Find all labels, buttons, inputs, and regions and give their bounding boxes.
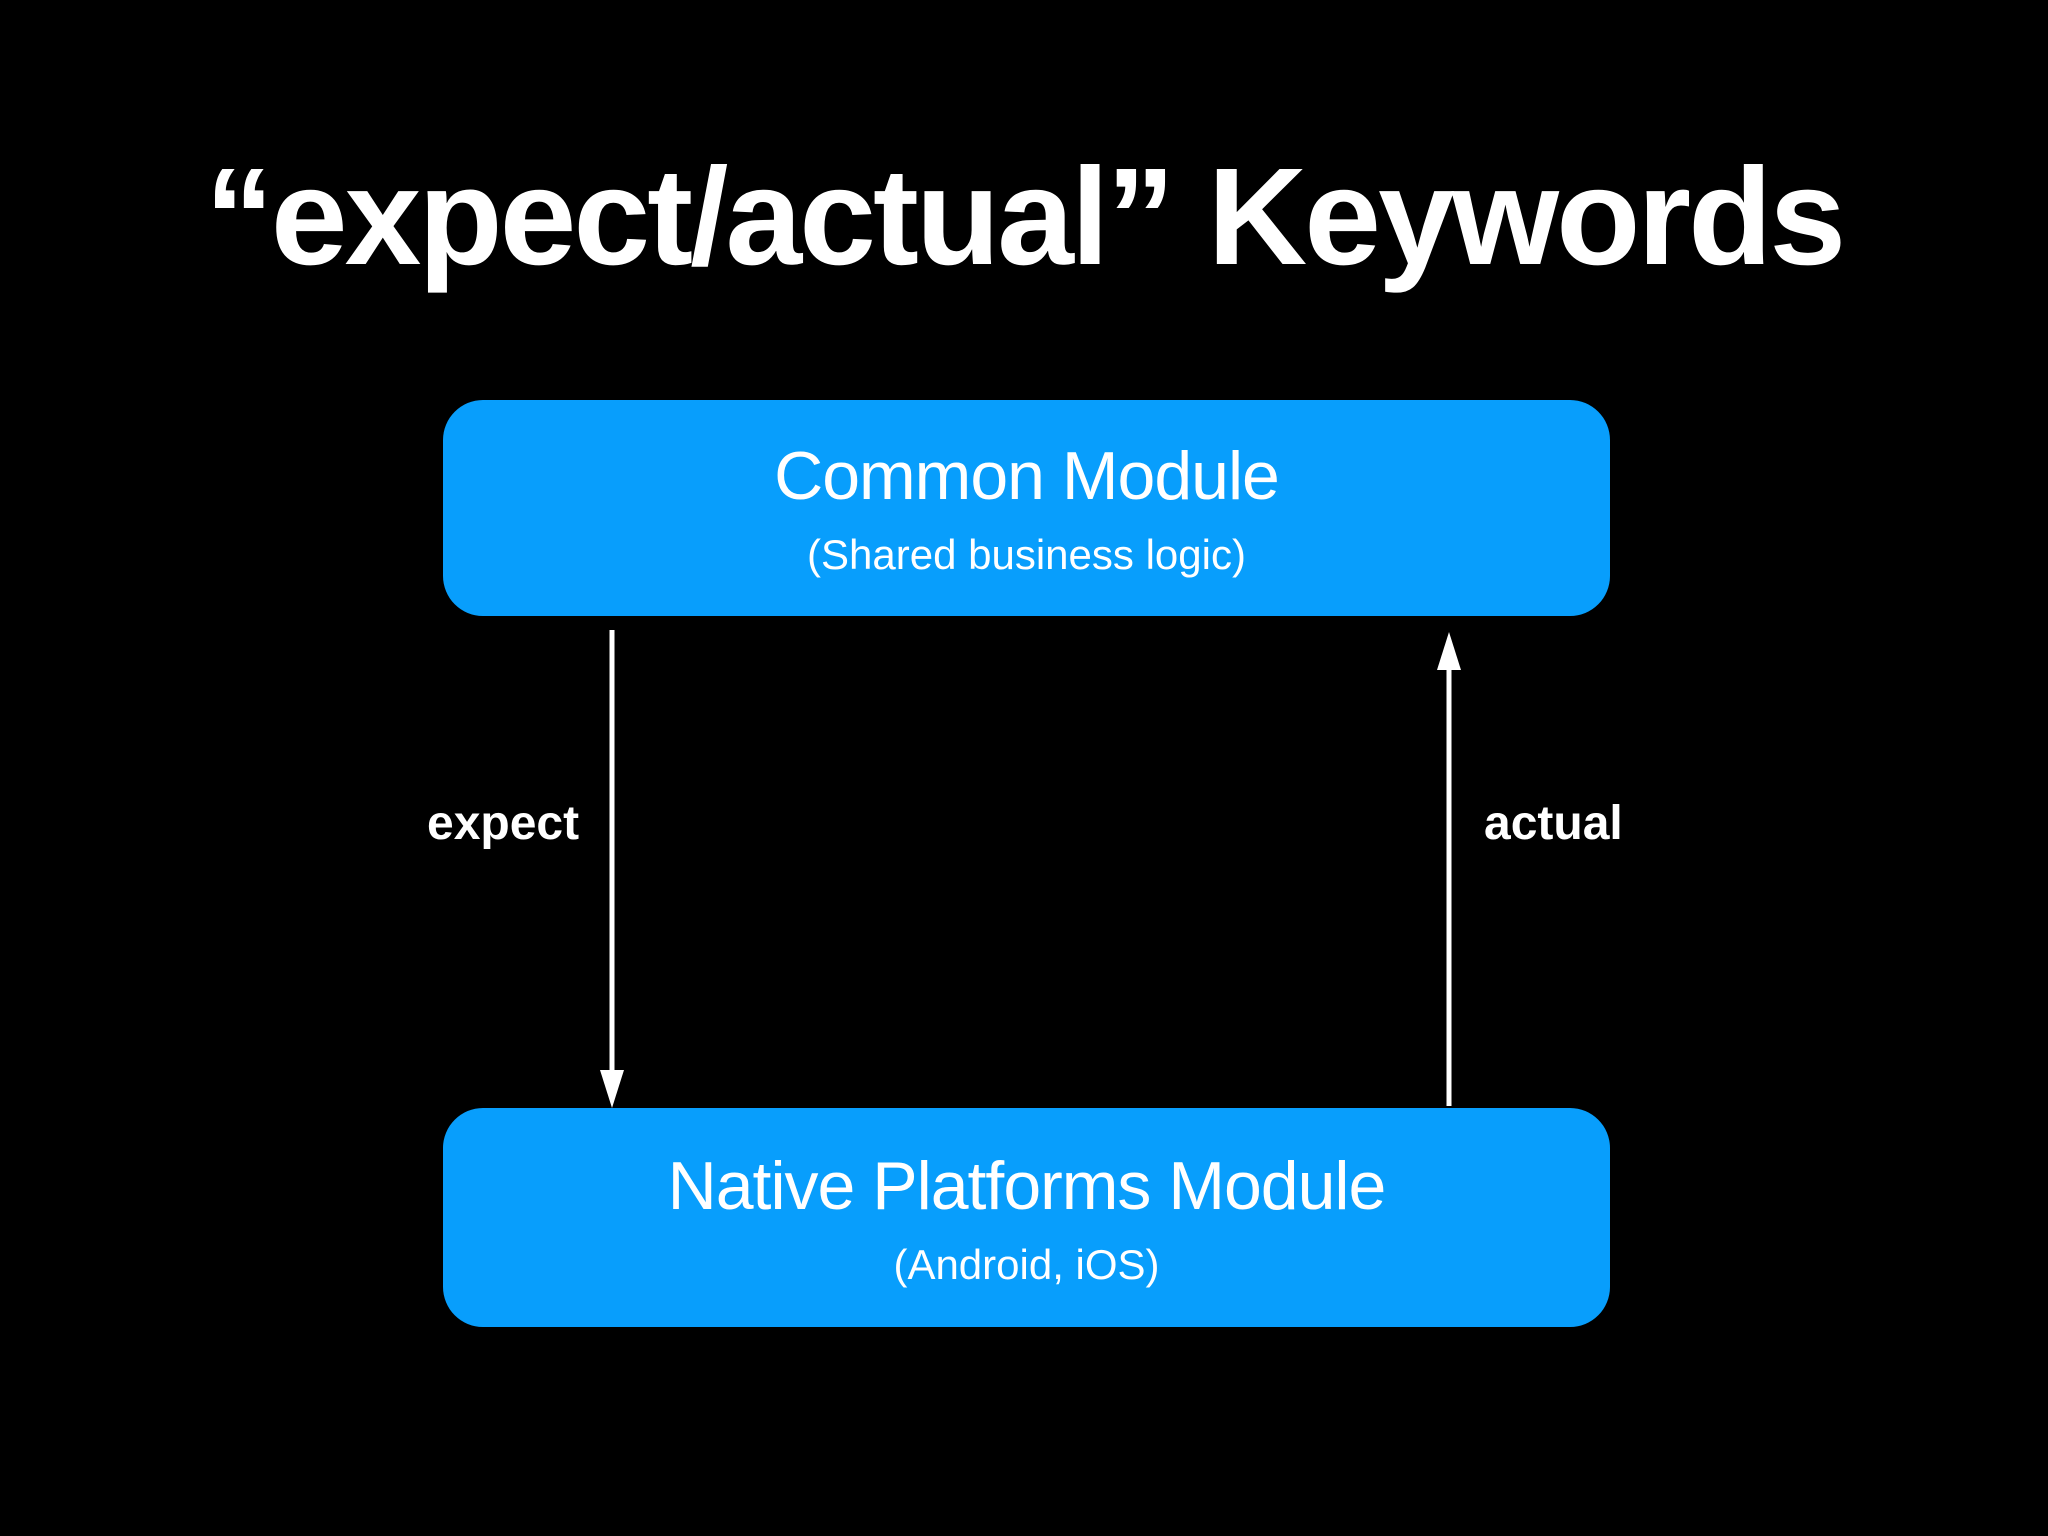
actual-arrow-label: actual xyxy=(1484,797,1623,850)
expect-arrow xyxy=(600,630,624,1108)
actual-arrow xyxy=(1437,632,1461,1106)
native-platforms-subtitle: (Android, iOS) xyxy=(893,1240,1160,1288)
native-platforms-title: Native Platforms Module xyxy=(667,1147,1387,1224)
common-module-subtitle: (Shared business logic) xyxy=(807,531,1246,578)
page-title: “expect/actual” Keywords xyxy=(204,140,1846,294)
expect-arrow-label: expect xyxy=(427,797,580,850)
native-platforms-box: Native Platforms Module (Android, iOS) xyxy=(443,1108,1610,1327)
common-module-title: Common Module xyxy=(774,438,1280,514)
arrowhead-down-icon xyxy=(600,1070,624,1108)
arrowhead-up-icon xyxy=(1437,632,1461,670)
common-module-box: Common Module (Shared business logic) xyxy=(443,400,1610,616)
